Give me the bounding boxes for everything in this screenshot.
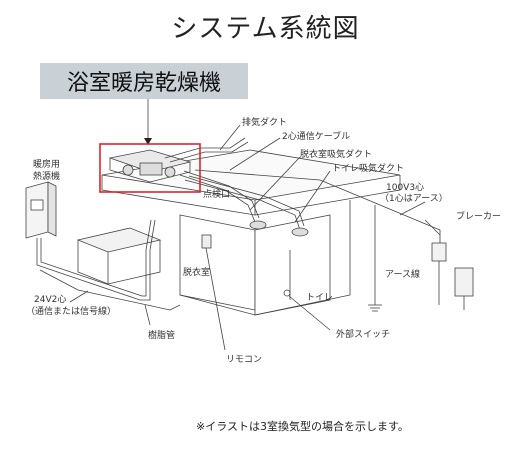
resin-pipe — [36, 219, 156, 301]
toilet-intake-duct — [184, 179, 301, 231]
external-switch — [283, 289, 291, 297]
label-two-core-cable: 2心通信ケーブル — [282, 132, 351, 142]
label-ground-wire: アース線 — [385, 270, 421, 280]
product-name-banner: 浴室暖房乾燥機 — [40, 63, 248, 99]
label-heat-source-1: 暖房用 — [33, 160, 61, 170]
exhaust-duct — [164, 137, 246, 159]
label-signal-line-2: （通信または信号線） — [26, 307, 117, 317]
label-external-switch: 外部スイッチ — [336, 330, 391, 340]
footnote: ※イラストは3室換気型の場合を示します。 — [196, 420, 409, 433]
label-breaker: ブレーカー — [456, 212, 502, 222]
highlight-box — [99, 143, 201, 193]
label-inspection-port: 点検口 — [203, 190, 231, 200]
breaker — [431, 242, 447, 262]
label-resin-pipe: 樹脂管 — [148, 331, 176, 341]
label-power-line-2: （1心はアース） — [380, 194, 448, 204]
outlet — [454, 267, 474, 297]
power-line — [194, 169, 441, 245]
label-dressing-room: 脱衣室 — [183, 268, 211, 278]
label-dressing-intake-duct: 脱衣室吸気ダクト — [300, 150, 373, 160]
right-wall — [254, 175, 401, 216]
label-heat-source-2: 熱源機 — [33, 172, 61, 182]
pointer-arrow-head — [144, 138, 152, 145]
bathroom-room — [179, 214, 256, 311]
label-remote: リモコン — [226, 355, 263, 365]
toilet-room — [254, 214, 331, 316]
bath-floor — [39, 269, 181, 311]
page-title: システム系統図 — [171, 14, 360, 44]
room-floor — [179, 294, 351, 316]
remote-controller — [201, 234, 212, 249]
label-exhaust-duct: 排気ダクト — [242, 118, 288, 128]
label-toilet-intake-duct: トイレ吸気ダクト — [332, 164, 405, 174]
label-toilet: トイレ — [306, 293, 334, 303]
label-power-line-1: 100V3心 — [386, 183, 425, 193]
label-signal-line-1: 24V2心 — [34, 295, 67, 305]
dressing-intake-duct — [179, 174, 256, 223]
